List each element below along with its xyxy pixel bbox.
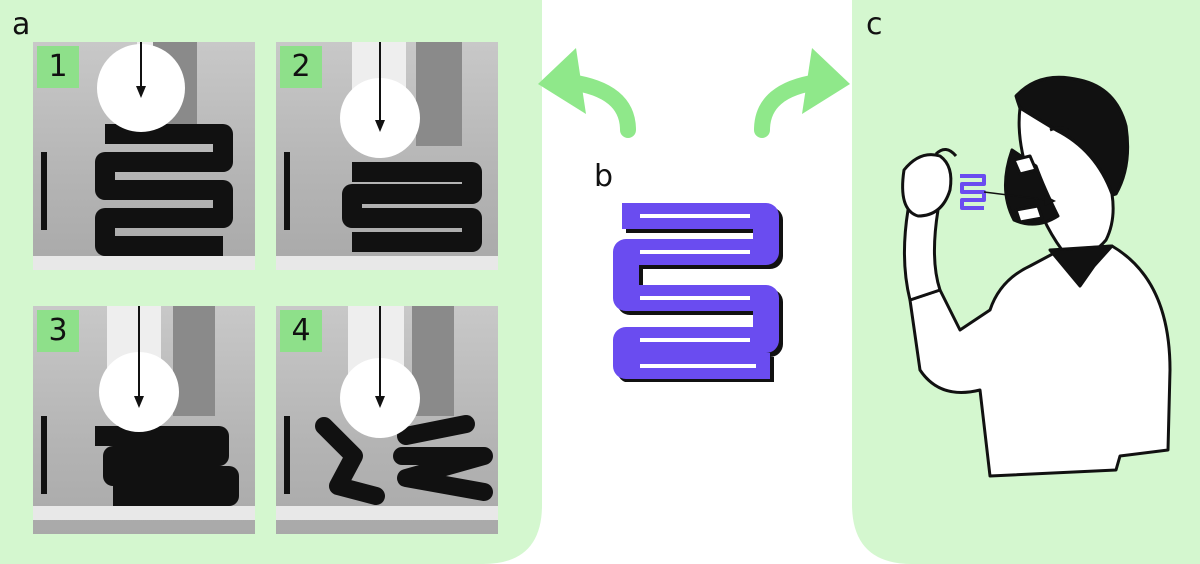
- photo-number-badge: 2: [280, 46, 322, 88]
- collar: [1048, 244, 1114, 288]
- panel-label-b: b: [594, 159, 614, 194]
- photo-number-badge: 1: [37, 46, 79, 88]
- photo-number-badge: 4: [280, 310, 322, 352]
- shirt: [908, 244, 1172, 478]
- panel-label-a: a: [12, 7, 31, 42]
- compression-photo-4: 4: [276, 306, 498, 534]
- arm: [902, 208, 942, 302]
- compression-photo-3: 3: [33, 306, 255, 534]
- spring-sample-3: [95, 426, 239, 506]
- cartoon-person-eating: [901, 75, 1172, 478]
- spring-sample-1: [95, 124, 233, 256]
- panel-label-c: c: [866, 7, 883, 42]
- curved-arrow-right: [754, 48, 850, 138]
- hand: [901, 153, 953, 218]
- photo-number-badge: 3: [37, 310, 79, 352]
- spring-sample-2: [342, 162, 482, 252]
- spring-sample-4: [315, 415, 493, 505]
- spring-illustration: [613, 203, 783, 382]
- small-spring: [960, 174, 986, 210]
- curved-arrow-left: [538, 48, 636, 138]
- compression-photo-2: 2: [276, 42, 498, 270]
- compression-photo-1: 1: [33, 42, 255, 270]
